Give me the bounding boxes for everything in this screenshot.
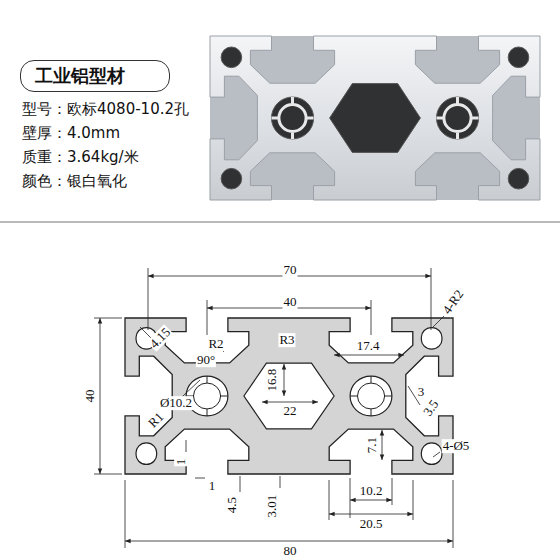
profile-render [210, 36, 540, 200]
divider [0, 221, 560, 222]
dimension-value: 4-Ø5 [442, 439, 471, 453]
title-text: 工业铝型材 [35, 65, 125, 86]
spec-line: 颜色：银白氧化 [22, 172, 127, 191]
dimension-value: 22 [283, 404, 298, 418]
dimension-value: 40 [283, 295, 298, 309]
spec-line: 型号：欧标4080-10.2孔 [22, 100, 189, 119]
dimension-value: 70 [283, 263, 298, 277]
dimension-value: 1 [208, 479, 217, 493]
dimension-lines [94, 268, 453, 548]
dimension-value: 20.5 [359, 517, 384, 531]
section-holes [136, 328, 442, 465]
dimension-value: 4.5 [225, 496, 239, 514]
dimension-value: 1 [174, 458, 188, 467]
recess [210, 36, 540, 200]
spec-line: 壁厚：4.0mm [22, 124, 120, 143]
dimension-value: 10.2 [359, 484, 384, 498]
core-keys [272, 97, 479, 139]
spec-line: 质重：3.64kg/米 [22, 148, 139, 167]
title-box: 工业铝型材 [20, 60, 170, 92]
dimension-value: 90° [196, 353, 216, 367]
dimension-value: 3 [417, 385, 426, 399]
dimension-value: R3 [278, 333, 295, 347]
profile-section [125, 318, 453, 474]
dimension-value: 4-R2 [439, 287, 466, 318]
profile-holes [221, 47, 529, 189]
dimension-value: 7.1 [365, 436, 379, 454]
dimension-value: 3.01 [265, 494, 279, 519]
dimension-value: Ø10.2 [159, 396, 193, 410]
dimension-value: 80 [283, 544, 298, 558]
dimension-value: 40 [83, 389, 97, 404]
dimension-value: 17.4 [356, 339, 381, 353]
dimension-value: R2 [207, 337, 224, 351]
dimension-value: 16.8 [265, 368, 279, 393]
